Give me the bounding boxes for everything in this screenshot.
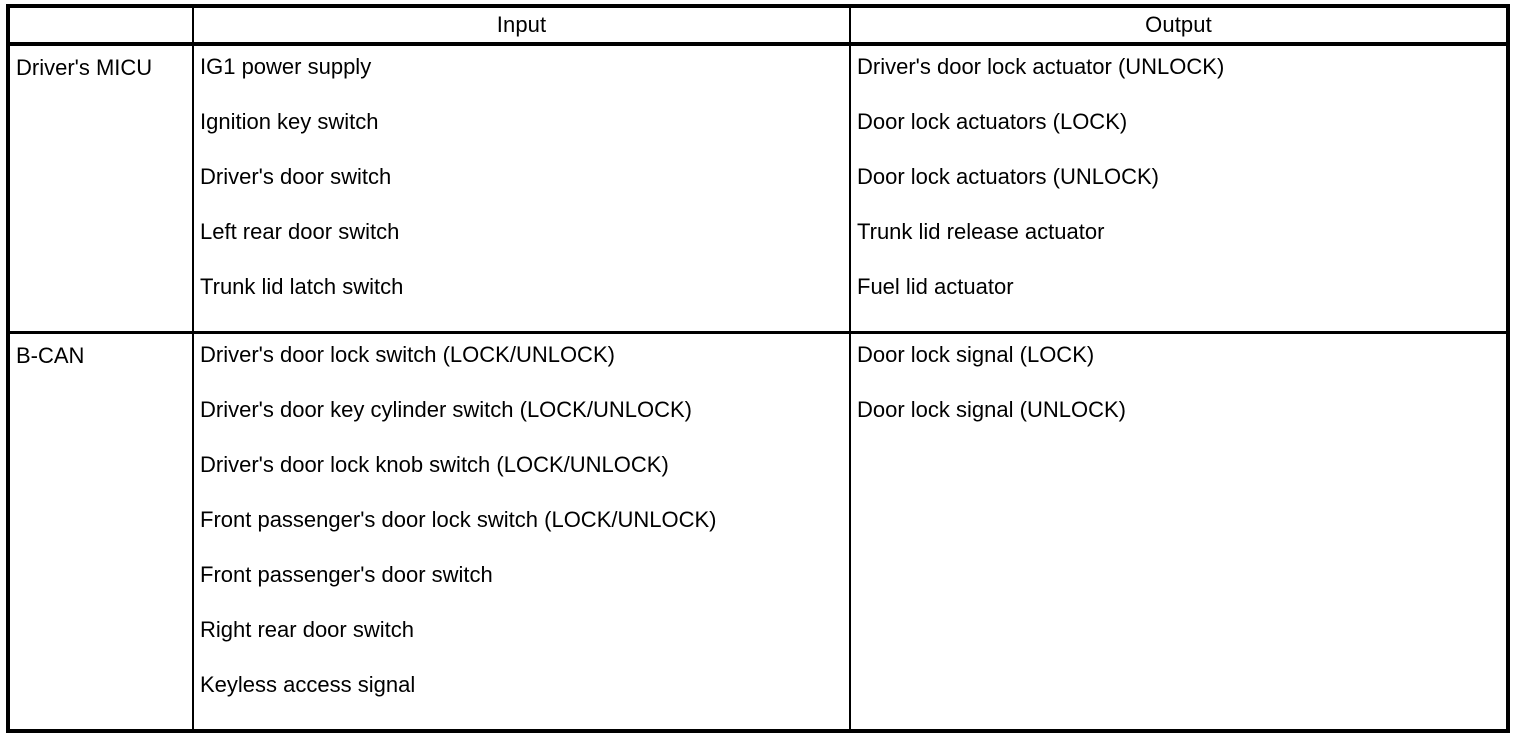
list-item: Door lock signal (LOCK) <box>857 342 1095 367</box>
list-item: Door lock actuators (LOCK) <box>857 109 1128 134</box>
input-list-micu: IG1 power supply Ignition key switch Dri… <box>194 46 849 331</box>
input-cell-bcan: Driver's door lock switch (LOCK/UNLOCK) … <box>193 332 851 731</box>
list-item: Driver's door lock actuator (UNLOCK) <box>857 54 1225 79</box>
output-list-bcan: Door lock signal (LOCK) Door lock signal… <box>851 334 1506 454</box>
header-cell-input: Input <box>193 6 851 46</box>
module-cell-bcan: B-CAN <box>8 332 194 731</box>
list-item: Front passenger's door lock switch (LOCK… <box>200 507 717 532</box>
list-item: Trunk lid latch switch <box>200 274 404 299</box>
input-cell-micu: IG1 power supply Ignition key switch Dri… <box>193 44 851 334</box>
list-item: Trunk lid release actuator <box>857 219 1105 244</box>
list-item: Driver's door switch <box>200 164 392 189</box>
module-cell-micu: Driver's MICU <box>8 44 194 334</box>
header-row: Input Output <box>8 6 1508 46</box>
list-item: Fuel lid actuator <box>857 274 1014 299</box>
table-row-bcan: B-CAN Driver's door lock switch (LOCK/UN… <box>8 332 1508 732</box>
list-item: Driver's door lock switch (LOCK/UNLOCK) <box>200 342 615 367</box>
input-output-table: Input Output Driver's MICU IG1 power sup… <box>6 4 1510 733</box>
list-item: Driver's door key cylinder switch (LOCK/… <box>200 397 692 422</box>
list-item: Right rear door switch <box>200 617 414 642</box>
list-item: IG1 power supply <box>200 54 372 79</box>
table-body: Driver's MICU IG1 power supply Ignition … <box>8 44 1508 731</box>
list-item: Driver's door lock knob switch (LOCK/UNL… <box>200 452 669 477</box>
list-item: Keyless access signal <box>200 672 416 697</box>
header-cell-output: Output <box>850 6 1508 46</box>
input-list-bcan: Driver's door lock switch (LOCK/UNLOCK) … <box>194 334 849 729</box>
output-cell-bcan: Door lock signal (LOCK) Door lock signal… <box>850 333 1508 732</box>
table-header: Input Output <box>8 6 1508 46</box>
module-label-micu: Driver's MICU <box>16 55 153 80</box>
list-item: Front passenger's door switch <box>200 562 493 587</box>
output-list-micu: Driver's door lock actuator (UNLOCK) Doo… <box>851 46 1506 331</box>
list-item: Door lock actuators (UNLOCK) <box>857 164 1159 189</box>
module-label-bcan: B-CAN <box>16 343 85 368</box>
list-item: Ignition key switch <box>200 109 379 134</box>
document-page: Input Output Driver's MICU IG1 power sup… <box>6 4 1510 733</box>
header-cell-module <box>8 6 194 46</box>
table-row-micu: Driver's MICU IG1 power supply Ignition … <box>8 44 1508 334</box>
output-cell-micu: Driver's door lock actuator (UNLOCK) Doo… <box>850 44 1508 334</box>
list-item: Left rear door switch <box>200 219 400 244</box>
list-item: Door lock signal (UNLOCK) <box>857 397 1126 422</box>
